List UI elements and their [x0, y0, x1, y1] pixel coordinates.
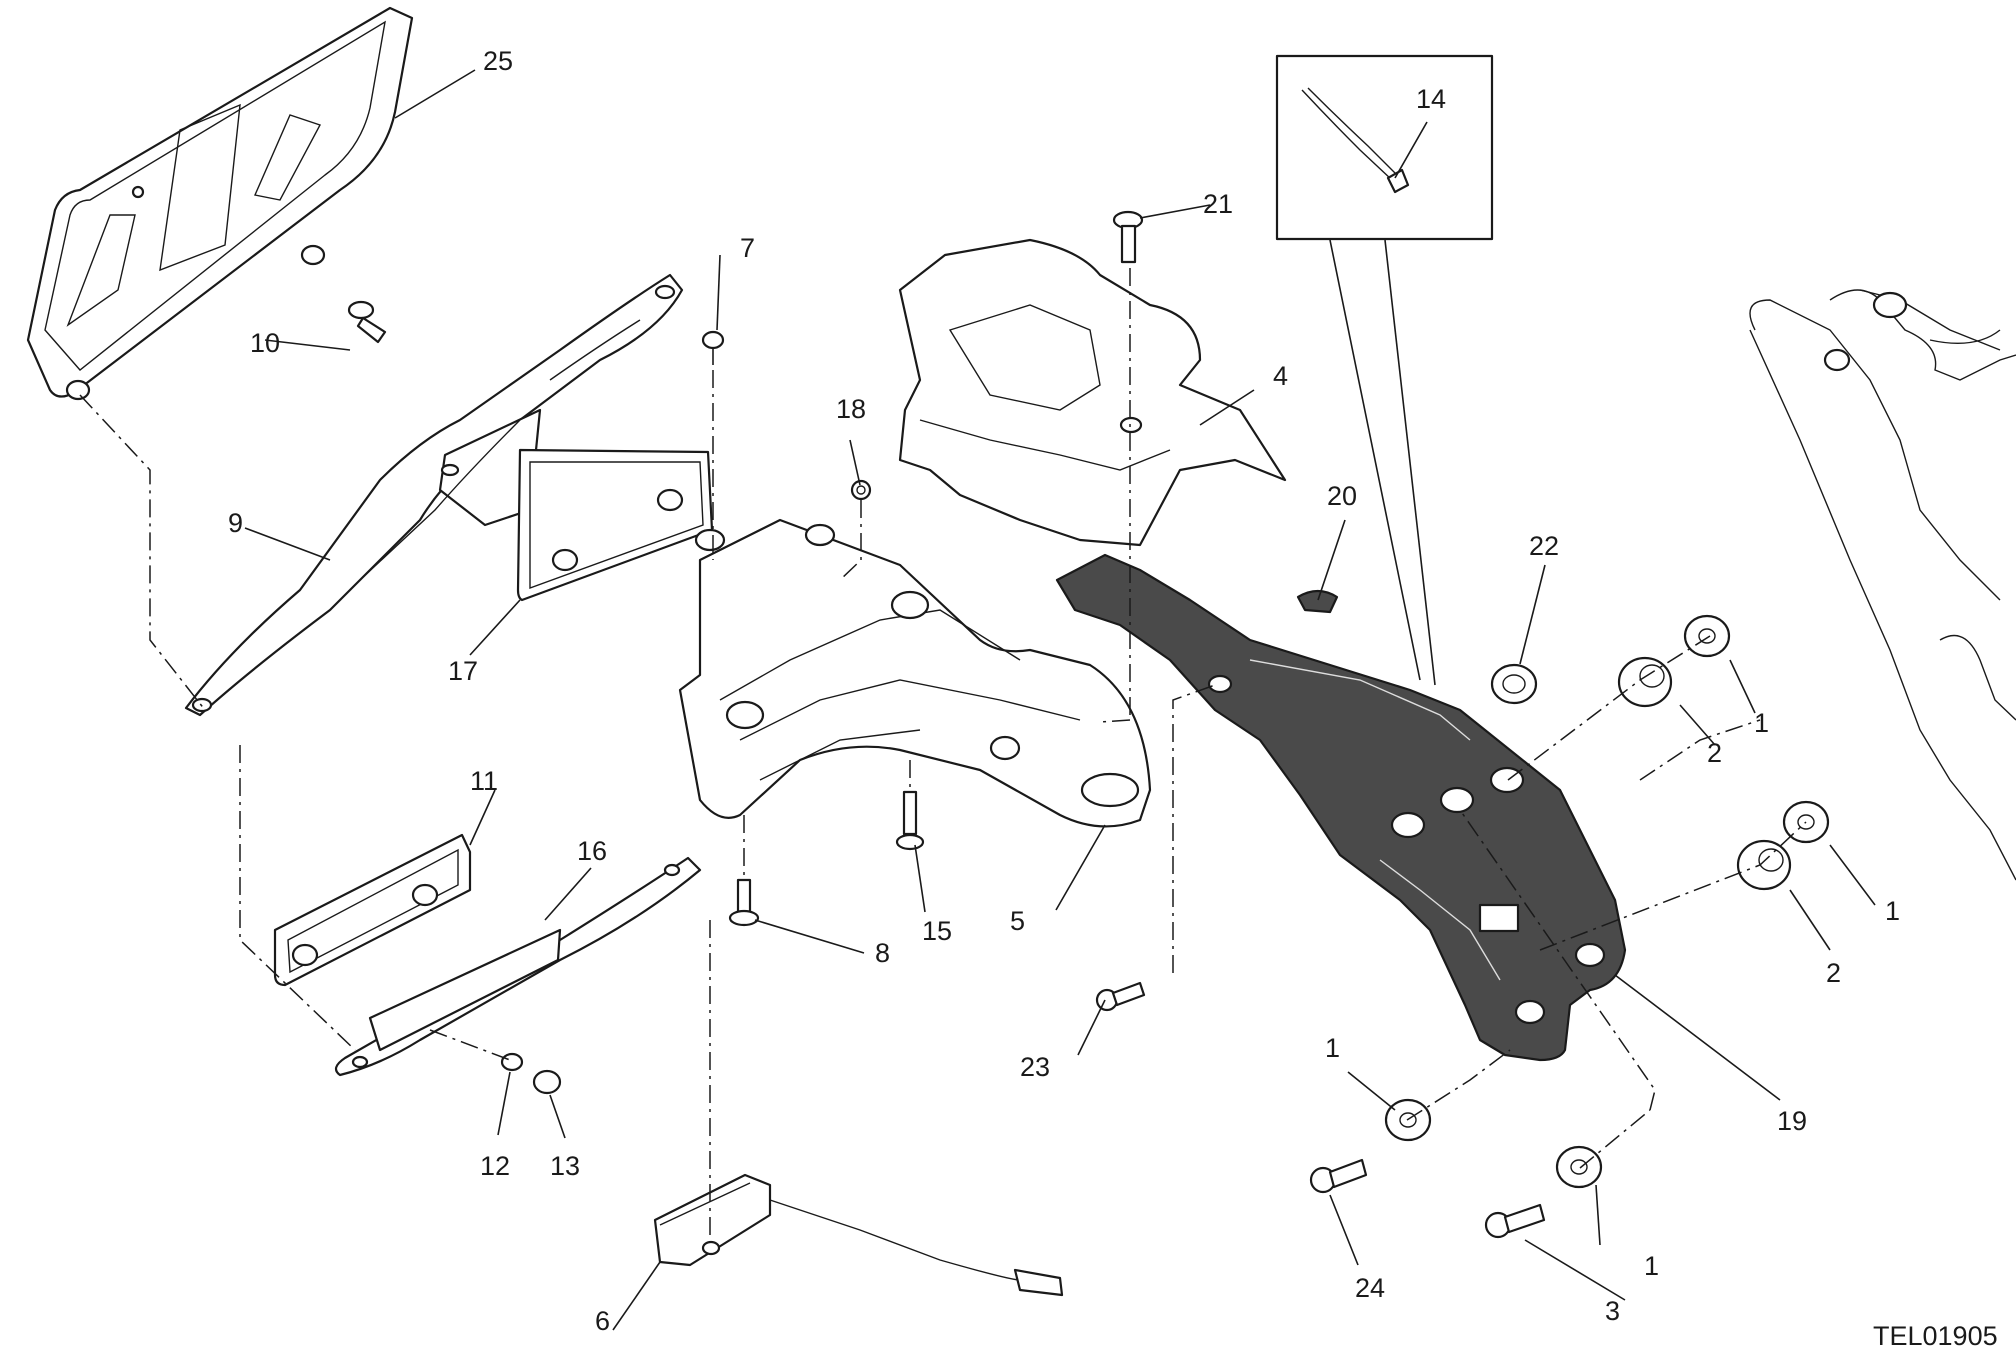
callout-14: 14: [1416, 84, 1446, 114]
callout-12: 12: [480, 1151, 510, 1181]
callout-24: 24: [1355, 1273, 1385, 1303]
fastener-screw-23: [1095, 981, 1146, 1012]
part-license-plate: [26, 6, 414, 401]
fastener-washer-12: [500, 1052, 524, 1072]
part-main-frame: [1749, 289, 2016, 881]
part-cap-20: [1296, 589, 1339, 614]
callout-1a: 1: [1754, 708, 1769, 738]
callout-7: 7: [740, 233, 755, 263]
part-mudguard: [898, 238, 1287, 547]
fastener-screw-3: [1484, 1203, 1546, 1239]
fastener-screw-24: [1309, 1158, 1368, 1194]
callout-2b: 2: [1826, 958, 1841, 988]
fastener-washer-1d: [1555, 1145, 1603, 1189]
callout-9: 9: [228, 508, 243, 538]
part-license-light: [653, 1173, 1064, 1297]
callout-1d: 1: [1644, 1251, 1659, 1281]
callout-19: 19: [1777, 1106, 1807, 1136]
fastener-screw-21: [1112, 210, 1144, 264]
fastener-nut-18: [850, 479, 872, 501]
callout-4: 4: [1273, 361, 1288, 391]
leader-lines: [244, 69, 1876, 1331]
callout-6: 6: [595, 1306, 610, 1336]
fastener-screw-15: [895, 790, 925, 851]
assembly-axis-lines: [79, 268, 1807, 1240]
callout-8: 8: [875, 938, 890, 968]
callout-16: 16: [577, 836, 607, 866]
part-reflector-11: [273, 833, 472, 987]
callout-1b: 1: [1885, 896, 1900, 926]
callout-18: 18: [836, 394, 866, 424]
fastener-nut-13: [532, 1069, 562, 1095]
callout-10: 10: [250, 328, 280, 358]
callout-3: 3: [1605, 1296, 1620, 1326]
part-cable-tie-inset: [1275, 54, 1494, 241]
fastener-screw-8: [728, 878, 760, 927]
callout-labels: 25 10 7 18 21 4 20 14 22 1 2 1 2 19 1 1 …: [228, 46, 1998, 1351]
callout-20: 20: [1327, 481, 1357, 511]
part-reflector-17: [516, 448, 714, 602]
callout-1c: 1: [1325, 1033, 1340, 1063]
callout-22: 22: [1529, 531, 1559, 561]
fastener-screw-10: [347, 300, 387, 344]
part-rear-frame: [1055, 553, 1627, 1062]
part-grommet-22: [1490, 663, 1538, 705]
fastener-screw-7: [701, 330, 725, 365]
fastener-washer-1a: [1683, 614, 1731, 658]
callout-15: 15: [922, 916, 952, 946]
drawing-code: TEL01905: [1873, 1321, 1998, 1351]
part-plate-bracket: [184, 273, 684, 717]
callout-17: 17: [448, 656, 478, 686]
part-lower-bracket: [334, 856, 702, 1077]
callout-11: 11: [470, 766, 498, 796]
callout-23: 23: [1020, 1052, 1050, 1082]
callout-25: 25: [483, 46, 513, 76]
callout-2a: 2: [1707, 738, 1722, 768]
fastener-bush-2b: [1736, 839, 1792, 891]
callout-5: 5: [1010, 906, 1025, 936]
part-tail-support: [678, 518, 1152, 828]
fastener-bush-2a: [1617, 656, 1673, 708]
callout-13: 13: [550, 1151, 580, 1181]
callout-21: 21: [1203, 189, 1233, 219]
